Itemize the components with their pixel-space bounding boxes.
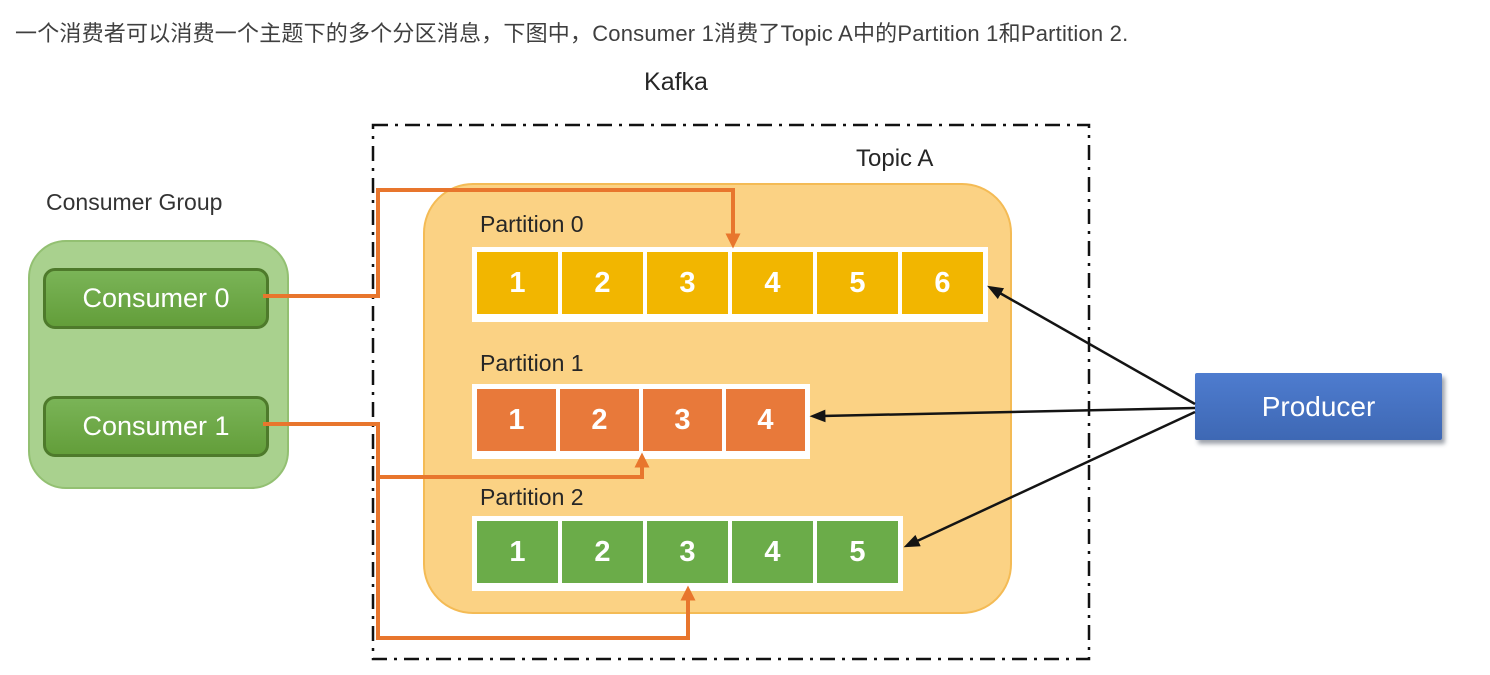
partition-0-label: Partition 0 bbox=[480, 211, 584, 237]
partition-cell: 3 bbox=[647, 252, 728, 314]
partition-cell: 2 bbox=[562, 521, 643, 583]
partition-0-row: 1 2 3 4 5 6 bbox=[472, 247, 988, 322]
partition-cell: 5 bbox=[817, 252, 898, 314]
producer-to-partition0-arrow bbox=[987, 285, 1196, 406]
partition-cell: 6 bbox=[902, 252, 983, 314]
partition-cell: 2 bbox=[560, 389, 639, 451]
partition-cell: 1 bbox=[477, 252, 558, 314]
partition-cell: 4 bbox=[732, 521, 813, 583]
partition-cell: 4 bbox=[732, 252, 813, 314]
partition-cell: 1 bbox=[477, 389, 556, 451]
consumer-0-box: Consumer 0 bbox=[43, 268, 269, 329]
partition-cell: 3 bbox=[643, 389, 722, 451]
consumer-group-label: Consumer Group bbox=[46, 189, 223, 215]
partition-1-label: Partition 1 bbox=[480, 350, 584, 376]
partition-1-row: 1 2 3 4 bbox=[472, 384, 810, 459]
kafka-title: Kafka bbox=[644, 68, 708, 96]
partition-2-label: Partition 2 bbox=[480, 484, 584, 510]
topic-a-label: Topic A bbox=[856, 145, 934, 172]
partition-2-row: 1 2 3 4 5 bbox=[472, 516, 903, 591]
partition-cell: 3 bbox=[647, 521, 728, 583]
partition-cell: 4 bbox=[726, 389, 805, 451]
partition-cell: 5 bbox=[817, 521, 898, 583]
consumer-1-box: Consumer 1 bbox=[43, 396, 269, 457]
producer-box: Producer bbox=[1195, 373, 1442, 440]
partition-cell: 2 bbox=[562, 252, 643, 314]
partition-cell: 1 bbox=[477, 521, 558, 583]
description-text: 一个消费者可以消费一个主题下的多个分区消息，下图中，Consumer 1消费了T… bbox=[15, 21, 1129, 46]
